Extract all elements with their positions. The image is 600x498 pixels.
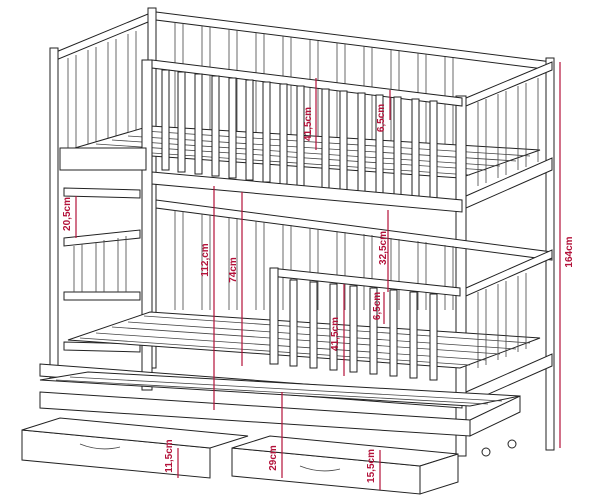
dim-drawer-front: 15,5cm xyxy=(366,449,377,483)
dimension-labels: 41,5cm 6,5cm 20,5cm 112,cm 74cm 32,5cm 1… xyxy=(62,104,575,483)
trundle-bed xyxy=(39,371,521,457)
dim-rail-bottom-gap: 6,5cm xyxy=(372,292,383,320)
dimension-lines xyxy=(75,62,561,490)
dim-between-beds: 32,5cm xyxy=(378,231,389,265)
ladder xyxy=(63,187,141,353)
dim-upper-underside: 74cm xyxy=(228,257,239,283)
dim-rail-bottom: 41,5cm xyxy=(330,317,341,351)
dim-trundle-height: 29cm xyxy=(268,445,279,471)
dim-rail-top-gap: 6,5cm xyxy=(376,104,387,132)
upper-front-guardrail xyxy=(59,59,553,457)
dim-ladder-step: 20,5cm xyxy=(62,197,73,231)
drawer-left xyxy=(21,417,249,479)
dim-bed-height: 112,cm xyxy=(200,243,211,276)
dim-total-height: 164cm xyxy=(564,236,575,267)
dim-rail-top: 41,5cm xyxy=(303,107,314,141)
drawer-right xyxy=(231,435,459,495)
dim-drawer-height: 11,5cm xyxy=(164,439,175,472)
